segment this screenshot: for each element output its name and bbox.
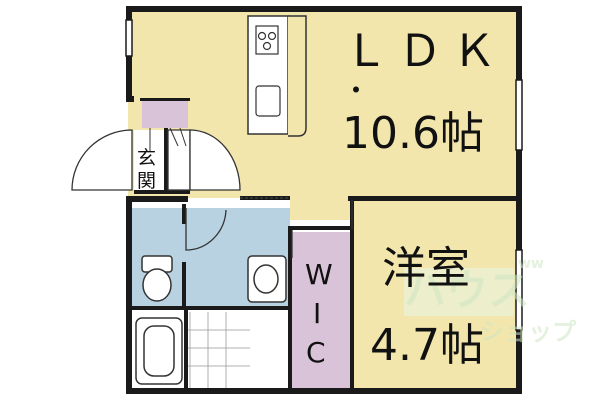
watermark-small-text: ww bbox=[518, 256, 544, 272]
bath-tile-grid bbox=[186, 312, 250, 388]
closet-door-marks bbox=[149, 127, 187, 152]
corridor-floor bbox=[290, 190, 352, 220]
ldk-dot: ・ bbox=[342, 74, 370, 107]
toilet-icon bbox=[141, 255, 173, 302]
closet-floor bbox=[142, 100, 188, 128]
watermark-sub-text: ショップ bbox=[480, 318, 577, 346]
watermark-logo: ハウス ショップ ww bbox=[404, 256, 577, 346]
entrance-label-1: 玄 bbox=[137, 147, 156, 169]
wic-floor bbox=[292, 232, 350, 388]
kitchen-partition bbox=[288, 15, 307, 137]
watermark-main-text: ハウス bbox=[404, 266, 530, 315]
ldk-label: ＬＤＫ bbox=[344, 26, 506, 77]
wash-basin-icon bbox=[247, 255, 287, 303]
wic-letter-i: I bbox=[313, 297, 321, 330]
wic-letter-c: C bbox=[306, 336, 326, 369]
western-room-size: 4.7帖 bbox=[370, 320, 484, 371]
ldk-size: 10.6帖 bbox=[342, 108, 484, 159]
wic-letter-w: W bbox=[305, 258, 333, 291]
windows bbox=[125, 19, 523, 331]
bathtub-icon bbox=[135, 317, 183, 385]
washroom-door-swing bbox=[185, 208, 227, 251]
entrance-door-swing bbox=[71, 129, 241, 191]
entrance-floor bbox=[134, 130, 164, 194]
kitchen-counter bbox=[247, 15, 289, 135]
entrance-label-2: 関 bbox=[137, 170, 156, 192]
western-room-name: 洋室 bbox=[382, 243, 470, 294]
wic-door bbox=[291, 200, 353, 258]
